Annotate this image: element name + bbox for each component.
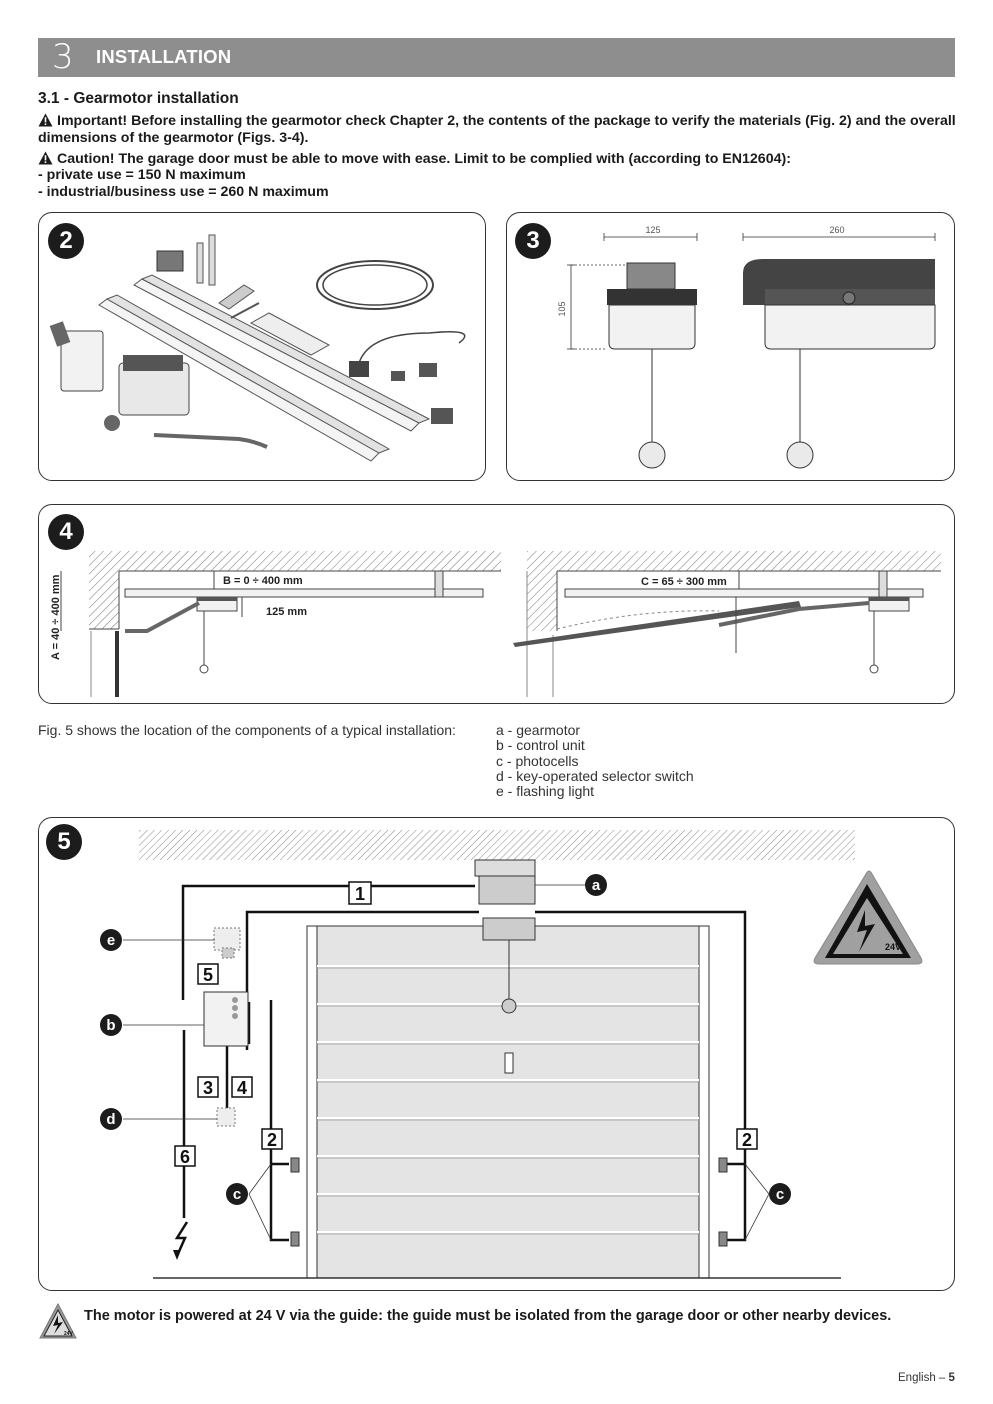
figure-3-badge: 3	[515, 223, 551, 259]
important-text: Important! Before installing the gearmot…	[38, 113, 956, 146]
dim-width-left: 125	[645, 225, 660, 235]
figure-3-panel: 3 125 260 105	[506, 212, 955, 481]
cable-number-5: 5	[203, 965, 213, 985]
footer-language: English –	[898, 1372, 949, 1384]
figure-2-panel: 2	[38, 212, 486, 481]
callout-a: a	[592, 877, 601, 894]
figure-4-panel: 4	[38, 504, 955, 704]
high-voltage-sign: 24V	[813, 870, 923, 965]
chapter-title: INSTALLATION	[96, 46, 232, 67]
small-voltage-label: 24V	[64, 1331, 74, 1337]
figure-5-badge: 5	[46, 824, 82, 860]
legend-item: a - gearmotor	[496, 722, 581, 738]
chapter-number: 3	[52, 37, 74, 77]
cable-number-3: 3	[203, 1078, 213, 1098]
high-voltage-icon: 24V	[38, 1302, 78, 1340]
gearmotor-dimensions-drawing: 125 260 105	[557, 225, 936, 469]
callout-d: d	[106, 1111, 115, 1128]
dim-c-label: C = 65 ÷ 300 mm	[641, 576, 727, 588]
limit-private: - private use = 150 N maximum	[38, 167, 246, 183]
warning-icon	[38, 113, 53, 127]
installation-clearance-drawings: B = 0 ÷ 400 mm 125 mm A = 40 ÷ 400 mm C …	[50, 551, 941, 697]
callout-e: e	[107, 932, 115, 949]
legend-item: b - control unit	[496, 737, 585, 754]
caution-paragraph: Caution! The garage door must be able to…	[38, 151, 958, 168]
cable-number-1: 1	[355, 884, 365, 904]
callout-b: b	[106, 1017, 115, 1034]
voltage-label: 24V	[885, 942, 901, 952]
figure-5-panel: 5	[38, 817, 955, 1291]
figure-2-badge: 2	[48, 223, 84, 259]
page-number: 5	[948, 1372, 955, 1384]
figure-4-badge: 4	[48, 514, 84, 550]
legend-item: d - key-operated selector switch	[496, 767, 694, 784]
dim-b-label: B = 0 ÷ 400 mm	[223, 575, 303, 587]
callout-c: c	[233, 1186, 241, 1203]
legend-item: c - photocells	[496, 752, 579, 769]
component-legend: a - gearmotor b - control unit c - photo…	[496, 722, 694, 800]
power-warning-note: The motor is powered at 24 V via the gui…	[84, 1308, 892, 1324]
typical-installation-diagram: e b d a c c 1 5 3 4 2 2 6	[100, 830, 923, 1279]
dim-height: 105	[557, 301, 567, 316]
figure-5-intro: Fig. 5 shows the location of the compone…	[38, 722, 456, 738]
dim-125-label: 125 mm	[266, 606, 307, 618]
page-footer: English – 5	[898, 1372, 955, 1384]
section-title: 3.1 - Gearmotor installation	[38, 90, 239, 107]
limit-industrial: - industrial/business use = 260 N maximu…	[38, 184, 329, 200]
cable-number-4: 4	[237, 1078, 247, 1098]
cable-number-2: 2	[742, 1130, 752, 1150]
package-contents-illustration	[49, 234, 466, 462]
legend-item: e - flashing light	[496, 783, 595, 800]
warning-icon	[38, 151, 53, 165]
cable-number-6: 6	[180, 1147, 190, 1167]
callout-c: c	[776, 1186, 784, 1203]
important-paragraph: Important! Before installing the gearmot…	[38, 113, 958, 147]
caution-text: Caution! The garage door must be able to…	[57, 151, 791, 167]
dim-width-right: 260	[829, 225, 844, 235]
dim-a-label: A = 40 ÷ 400 mm	[50, 574, 62, 660]
cable-number-2: 2	[267, 1130, 277, 1150]
chapter-header-bar	[38, 38, 955, 77]
